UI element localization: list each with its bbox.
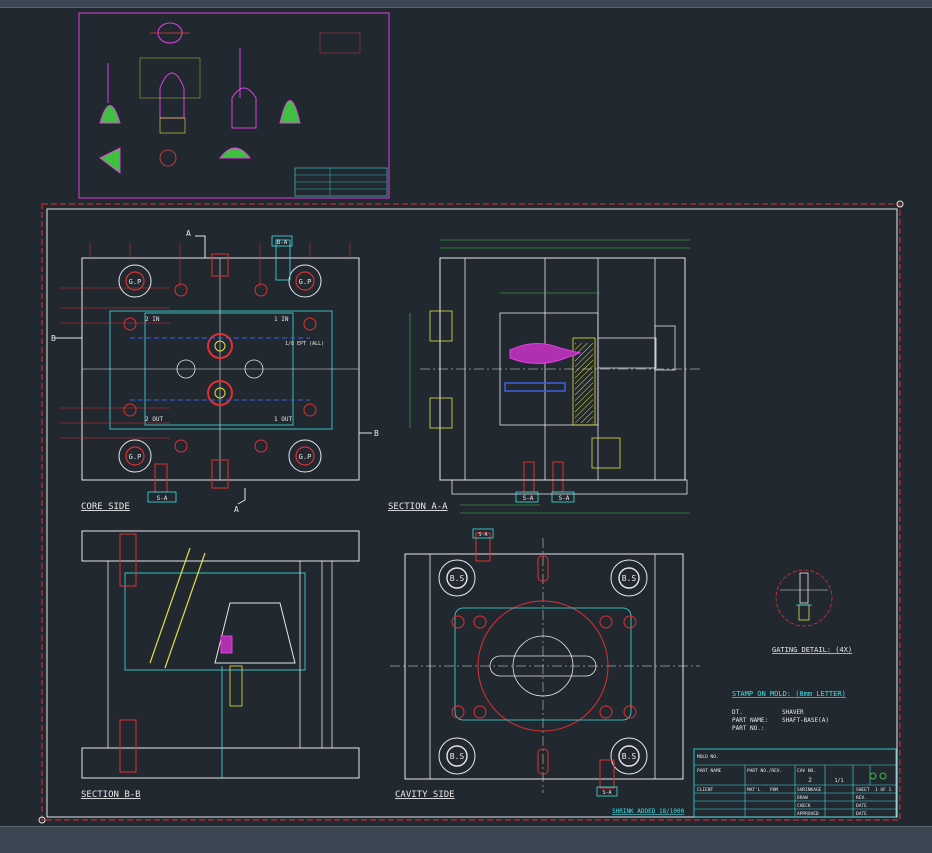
- stamp-line-1-key: DT.: [732, 709, 743, 716]
- section-aa-view[interactable]: S-A S-A SECTION A-A: [388, 239, 700, 514]
- status-bar: [0, 826, 932, 853]
- tb-sheet: SHEET: [856, 787, 870, 793]
- core-2-in-label: 2 IN: [145, 316, 160, 323]
- core-gp-label-1: G.P: [129, 278, 142, 286]
- cavity-sa-label-bottom: S-A: [602, 790, 611, 796]
- tb-check: CHECK: [797, 803, 811, 809]
- aa-sa-label-1: S-A: [523, 495, 534, 502]
- tb-draw: DRAW: [797, 795, 808, 801]
- tb-part-no: PART NO./REV.: [747, 768, 782, 774]
- tb-sheet-value: 1 OF 1: [875, 787, 892, 793]
- shrink-note: SHRINK ADDED 18/1000: [612, 808, 685, 815]
- section-marker-a-bottom: A: [234, 505, 239, 514]
- tb-matl-value: POM: [770, 787, 778, 793]
- tb-shrinkage: SHRINKAGE: [797, 787, 822, 793]
- section-bb-label: SECTION B-B: [81, 790, 141, 800]
- section-bb-view[interactable]: SECTION B-B: [81, 530, 360, 800]
- core-ept-label: 1/8 EPT (ALL): [285, 341, 324, 347]
- core-gp-label-4: G.P: [299, 453, 312, 461]
- tb-date-1: DATE: [856, 803, 867, 809]
- cavity-side-label: CAVITY SIDE: [395, 790, 455, 800]
- gating-detail-view[interactable]: GATING DETAIL: (4X): [772, 569, 852, 654]
- tb-rev: REV.: [856, 795, 867, 801]
- core-side-label: CORE SIDE: [81, 502, 130, 512]
- main-sheet-frame[interactable]: [38, 200, 904, 824]
- section-marker-b-left: B: [51, 334, 56, 343]
- stamp-line-2-value: SHAFT-BASE(A): [782, 717, 829, 724]
- section-aa-label: SECTION A-A: [388, 502, 448, 512]
- core-1-in-label: 1 IN: [274, 316, 289, 323]
- stamp-line-1-value: SHAVER: [782, 709, 804, 716]
- gating-detail-label: GATING DETAIL: (4X): [772, 646, 852, 654]
- core-ba-label: B-A: [277, 239, 288, 246]
- stamp-title: STAMP ON MOLD: (8mm LETTER): [732, 690, 846, 698]
- cavity-side-view[interactable]: B.S B.S B.S B.S S-A S-A CAVITY SIDE SHRI…: [390, 528, 700, 815]
- aa-sa-label-2: S-A: [559, 495, 570, 502]
- tb-mold-no: MOLD NO.: [697, 754, 719, 760]
- stamp-note: STAMP ON MOLD: (8mm LETTER) DT. SHAVER P…: [732, 690, 846, 732]
- tb-scale-value: 1/1: [834, 778, 843, 784]
- cavity-bs-label-4: B.S: [622, 752, 637, 761]
- top-toolbar-strip: [0, 0, 932, 8]
- core-2-out-label: 2 OUT: [145, 416, 163, 423]
- tb-date-2: DATE: [856, 811, 867, 817]
- core-1-out-label: 1 OUT: [274, 416, 292, 423]
- core-gp-label-3: G.P: [129, 453, 142, 461]
- cavity-bs-label-1: B.S: [450, 574, 465, 583]
- tb-cav: CAV NO.: [797, 768, 816, 774]
- cavity-bs-label-2: B.S: [622, 574, 637, 583]
- tb-approved: APPROVED: [797, 811, 819, 817]
- core-side-view[interactable]: G.P G.P G.P G.P 1 IN 2 IN 1 OUT 2 OUT 1/…: [51, 229, 379, 514]
- tb-part-name: PART NAME: [697, 768, 722, 774]
- thumbnail-sheet[interactable]: [78, 12, 390, 199]
- stamp-line-2-key: PART NAME:: [732, 717, 768, 724]
- core-gp-label-2: G.P: [299, 278, 312, 286]
- cavity-sa-label-top: S-A: [478, 532, 487, 538]
- cavity-bs-label-3: B.S: [450, 752, 465, 761]
- section-marker-b-right: B: [374, 429, 379, 438]
- stamp-line-3-key: PART NO.:: [732, 725, 765, 732]
- section-marker-a-top: A: [186, 229, 191, 238]
- tb-client: CLIENT: [697, 787, 714, 793]
- title-block[interactable]: MOLD NO. PART NAME PART NO./REV. CAV NO.…: [693, 748, 897, 818]
- tb-cav-value: 2: [808, 777, 812, 784]
- cad-drawing-canvas[interactable]: G.P G.P G.P G.P 1 IN 2 IN 1 OUT 2 OUT 1/…: [0, 8, 932, 826]
- tb-matl: MAT'L: [747, 787, 761, 793]
- core-sa-label: S-A: [157, 495, 168, 502]
